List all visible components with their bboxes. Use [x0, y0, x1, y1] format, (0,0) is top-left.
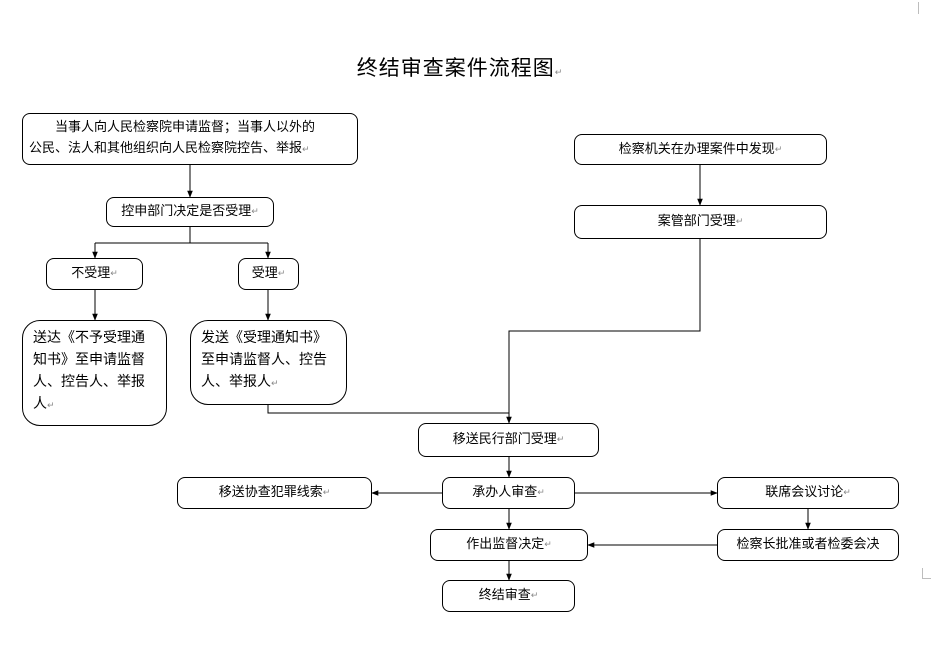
node-review: 承办人审查↵ [442, 477, 575, 509]
edge-notice-transfer [267, 405, 509, 414]
node-end: 终结审查↵ [442, 580, 575, 612]
node-transfer-civil: 移送民行部门受理↵ [418, 423, 599, 457]
page-corner-mark [922, 568, 931, 579]
node-decide: 控申部门决定是否受理↵ [106, 197, 274, 227]
node-approval: 检察长批准或者检委会决 [717, 529, 899, 561]
node-transfer-crime: 移送协查犯罪线索↵ [177, 477, 372, 509]
node-supervise-decision: 作出监督决定↵ [430, 529, 588, 561]
node-case-management: 案管部门受理↵ [574, 205, 827, 239]
page-corner-mark [918, 2, 929, 14]
node-notice-accept: 发送《受理通知书》至申请监督人、控告人、举报人↵ [190, 320, 347, 405]
node-notice-reject: 送达《不予受理通知书》至申请监督人、控告人、举报人↵ [22, 320, 167, 426]
node-joint-meeting: 联席会议讨论↵ [717, 477, 899, 509]
node-accept: 受理↵ [238, 258, 299, 290]
node-discover: 检察机关在办理案件中发现↵ [574, 134, 827, 165]
node-reject: 不受理↵ [46, 258, 143, 290]
edge-casemgmt-transfer [506, 239, 701, 424]
diagram-title: 终结审查案件流程图↵ [356, 56, 564, 80]
node-apply: 当事人向人民检察院申请监督；当事人以外的 公民、法人和其他组织向人民检察院控告、… [22, 113, 358, 165]
